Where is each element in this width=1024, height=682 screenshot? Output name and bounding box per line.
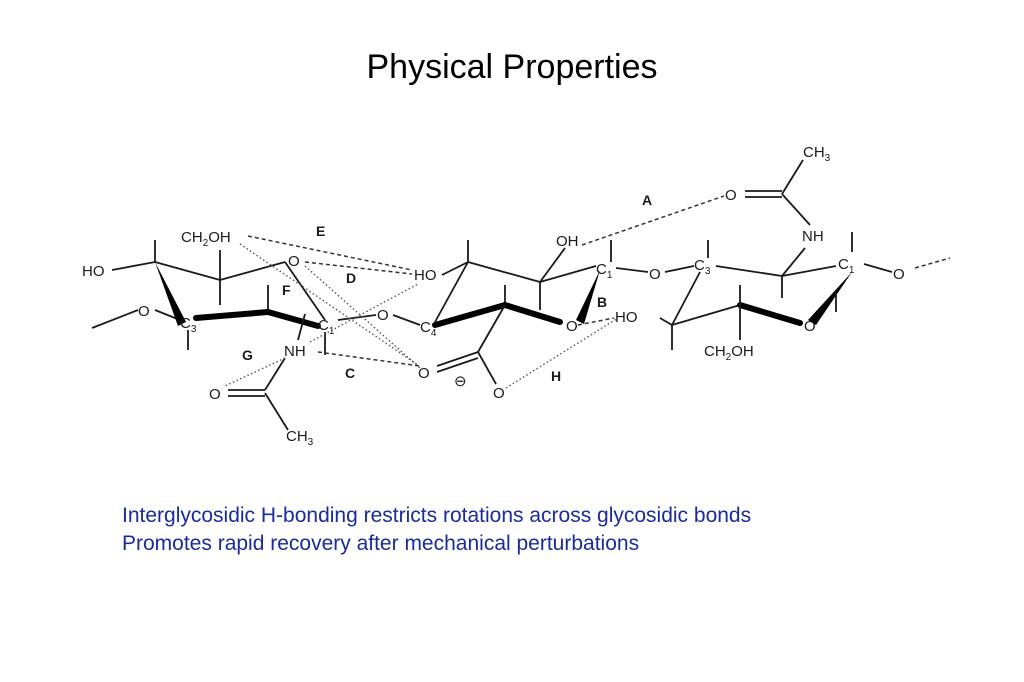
hbond-d: [239, 243, 419, 366]
svg-text:NH: NH: [802, 228, 824, 245]
svg-text:CH2OH: CH2OH: [181, 229, 231, 249]
label-h: H: [551, 368, 561, 384]
hbond-c: [317, 351, 421, 367]
svg-text:O: O: [566, 318, 578, 335]
label-a: A: [642, 192, 652, 208]
label-f: F: [282, 282, 291, 298]
label-d: D: [346, 270, 356, 286]
svg-text:O: O: [209, 386, 221, 403]
svg-text:O: O: [418, 365, 430, 382]
bullet-list: Interglycosidic H-bonding restricts rota…: [122, 502, 751, 558]
svg-text:NH: NH: [284, 343, 306, 360]
hbond-g: [224, 357, 286, 387]
svg-text:HO: HO: [414, 267, 437, 284]
svg-text:C1: C1: [318, 317, 335, 337]
svg-text:O: O: [377, 307, 389, 324]
covalent-bonds: [91, 159, 951, 431]
hyaluronan-hbond-diagram: A B C D E F G H CH3 O NH CH2OH HO O O C3…: [82, 144, 951, 448]
svg-text:OH: OH: [556, 233, 579, 250]
label-e: E: [316, 223, 325, 239]
svg-text:O: O: [893, 266, 905, 283]
atom-labels: CH3 O NH CH2OH HO O O C3 C1 NH O CH3 HO …: [82, 144, 905, 448]
label-b: B: [597, 294, 607, 310]
label-c: C: [345, 365, 355, 381]
hbond-f: [304, 265, 421, 369]
svg-text:C1: C1: [838, 256, 855, 276]
slide-title: Physical Properties: [366, 48, 658, 86]
svg-text:C3: C3: [694, 257, 711, 277]
svg-text:O: O: [493, 385, 505, 402]
svg-text:O: O: [288, 253, 300, 270]
svg-text:HO: HO: [615, 309, 638, 326]
svg-text:O: O: [804, 318, 816, 335]
svg-text:CH2OH: CH2OH: [704, 343, 754, 363]
svg-text:⊖: ⊖: [454, 373, 467, 390]
svg-text:CH3: CH3: [803, 144, 831, 164]
hbond-b: [577, 317, 615, 326]
bullet-item-2: Promotes rapid recovery after mechanical…: [122, 532, 640, 555]
svg-text:C3: C3: [180, 315, 197, 335]
hbond-h: [505, 317, 619, 389]
hydrogen-bonds: [224, 195, 725, 389]
svg-text:CH3: CH3: [286, 428, 314, 448]
svg-text:O: O: [649, 266, 661, 283]
svg-text:O: O: [725, 187, 737, 204]
svg-text:C1: C1: [596, 261, 613, 281]
hbond-e-2: [304, 261, 413, 275]
hbond-c2: [309, 283, 419, 343]
svg-text:O: O: [138, 303, 150, 320]
hbond-a: [581, 195, 725, 246]
svg-text:HO: HO: [82, 263, 105, 280]
svg-text:C4: C4: [420, 319, 437, 339]
bullet-item-1: Interglycosidic H-bonding restricts rota…: [122, 504, 752, 527]
label-g: G: [242, 347, 253, 363]
bond-labels: A B C D E F G H: [242, 192, 652, 384]
